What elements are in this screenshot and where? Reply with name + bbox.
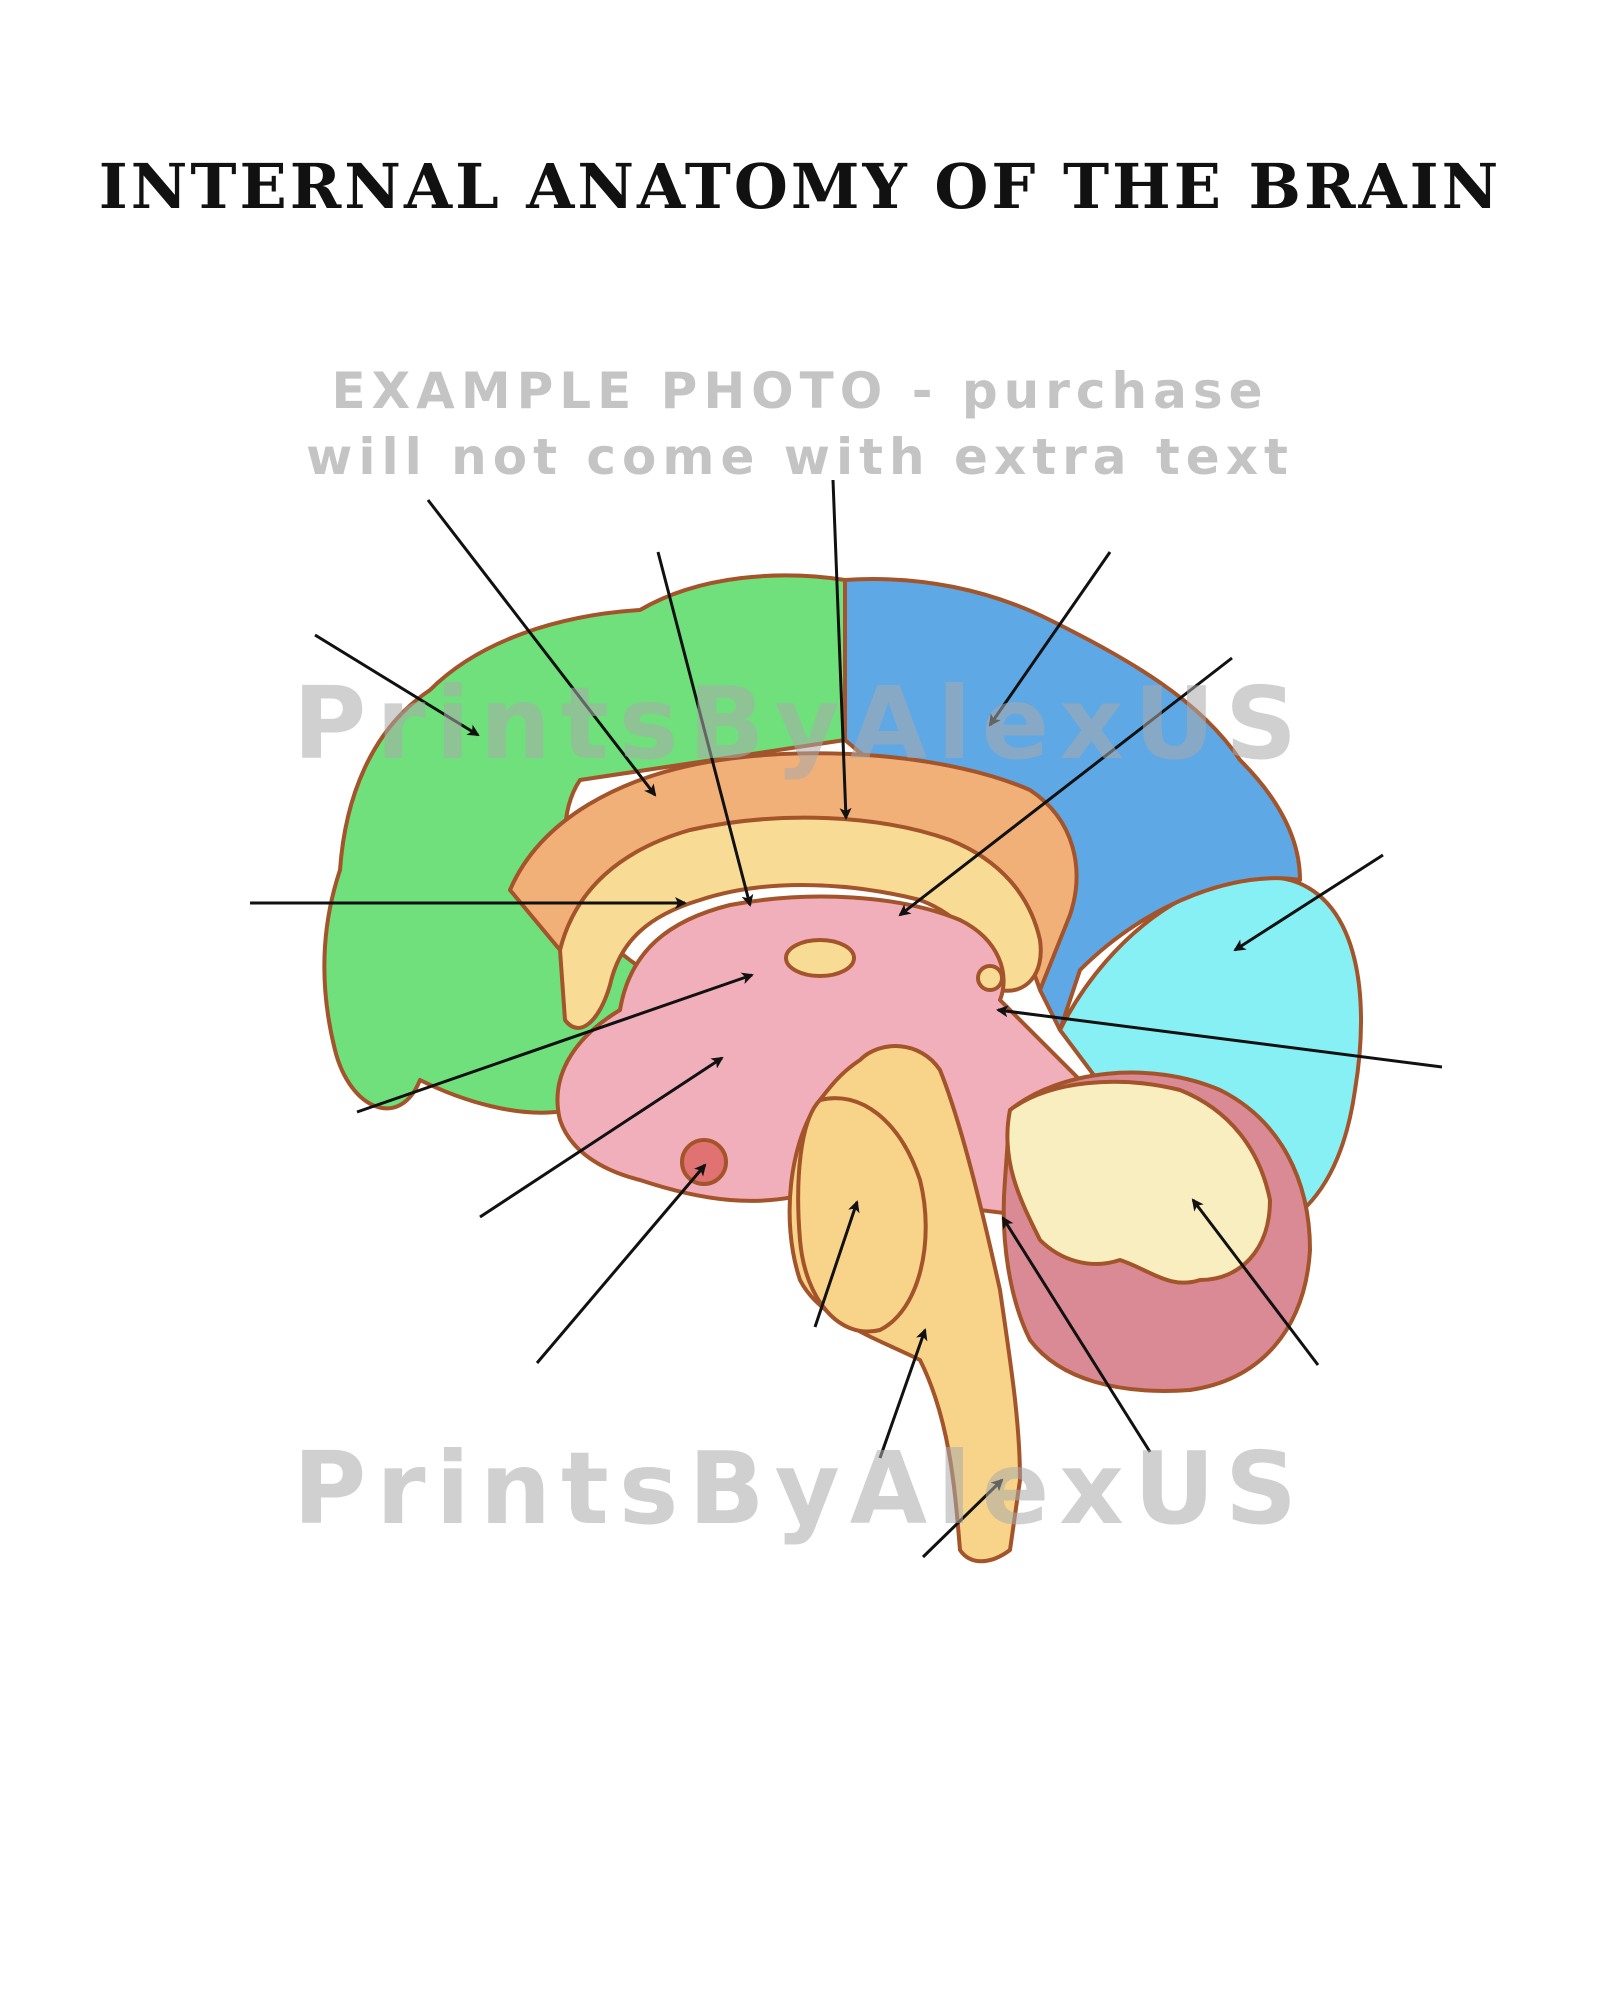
pointer-occipital-lobe (1233, 853, 1384, 952)
pointer-pituitary-gland (535, 1163, 707, 1364)
page-title: INTERNAL ANATOMY OF THE BRAIN (98, 150, 1502, 223)
pons (796, 1096, 928, 1334)
example-notice-line-2: will not come with extra text (306, 428, 1294, 486)
pointer-fourth-ventricle (1001, 1216, 1152, 1453)
pointer-pineal-gland (996, 1005, 1443, 1069)
pointer-hypothalamus (479, 1056, 724, 1219)
occipital-lobe (1058, 874, 1363, 1222)
frontal-lobe (322, 573, 847, 1115)
pointer-frontal-lobe (314, 633, 480, 737)
pointer-thalamus (356, 972, 754, 1114)
interthalamic-adhesion (784, 938, 856, 978)
example-notice-line-1: EXAMPLE PHOTO - purchase (331, 362, 1269, 420)
pointer-fornix (898, 656, 1233, 917)
pointer-corpus-callosum (831, 479, 852, 820)
arbor-vitae (1005, 1079, 1272, 1285)
brain-illustration (322, 573, 1363, 1564)
pointer-parietal-lobe (988, 551, 1112, 727)
pineal-gland (976, 964, 1004, 992)
pointer-cingulate-gyrus (426, 499, 657, 797)
label-pointers (250, 479, 1443, 1559)
pointer-pons (813, 1200, 860, 1328)
pointer-medulla-oblongata (878, 1328, 928, 1459)
pointer-cerebellum (1191, 1198, 1320, 1366)
pointer-spinal-cord (921, 1478, 1004, 1559)
mammillary-body (680, 1138, 728, 1186)
pointer-corpus-callosum-upper (656, 551, 754, 907)
